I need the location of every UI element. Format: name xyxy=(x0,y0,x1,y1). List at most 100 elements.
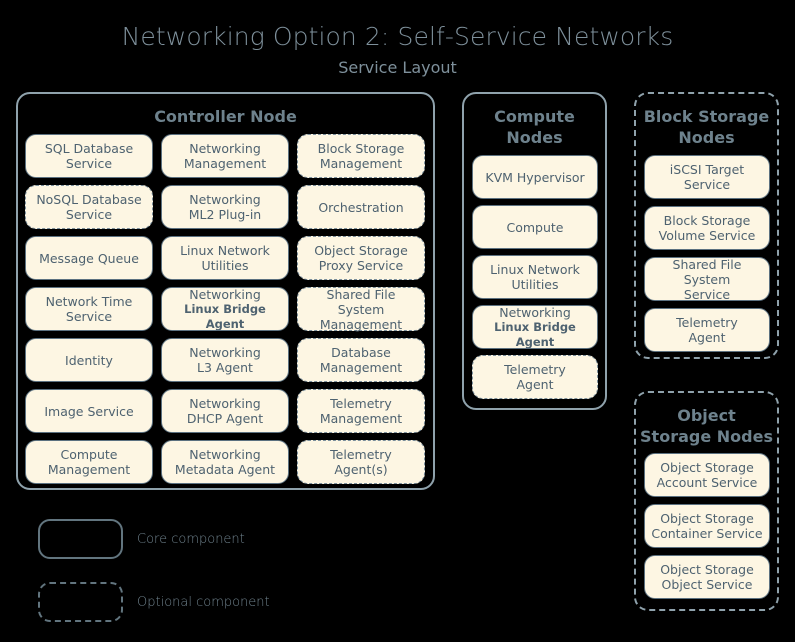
page-subtitle: Service Layout xyxy=(338,58,457,77)
service-label-line2: Agent(s) xyxy=(334,462,388,477)
service-label-line2: Agent xyxy=(688,330,726,345)
page-title: Networking Option 2: Self-Service Networ… xyxy=(121,22,674,51)
service-box-image-service[interactable]: Image Service xyxy=(25,389,153,433)
service-label-line1: Networking xyxy=(189,345,261,360)
object-storage-nodes-container: Object Storage Nodes xyxy=(634,391,779,611)
service-label-line2: Proxy Service xyxy=(318,258,404,273)
service-label-line2: Metadata Agent xyxy=(174,462,276,477)
compute-nodes-title-line2: Nodes xyxy=(506,128,563,147)
service-label-line1: Networking xyxy=(189,192,261,207)
service-label-line1: Linux Network xyxy=(180,243,270,258)
service-label-line2: Linux Bridge Agent xyxy=(494,319,576,349)
service-label-line2: Object Service xyxy=(661,577,753,592)
service-label-line1: Shared File System xyxy=(672,256,742,287)
service-label-line1: Identity xyxy=(65,352,113,368)
service-label-line1: KVM Hypervisor xyxy=(485,169,585,185)
service-label-line1: Database xyxy=(331,345,391,360)
block-storage-nodes-title-line1: Block Storage xyxy=(643,107,770,126)
compute-nodes-container: Compute Nodes xyxy=(462,92,607,410)
service-label-line2: Agent xyxy=(516,377,554,392)
controller-node-container: Controller Node xyxy=(16,92,435,490)
service-label-line1: Networking xyxy=(499,304,571,320)
service-label-line2: Utilities xyxy=(201,258,249,273)
service-label-line2: Service xyxy=(683,286,731,302)
service-label-line2: Management xyxy=(47,462,131,477)
service-label-line1: Telemetry xyxy=(330,396,392,411)
service-label-line1: Shared File System xyxy=(326,286,396,317)
service-label-line1: Object Storage xyxy=(660,562,754,577)
service-label-line2: Management xyxy=(319,411,403,426)
service-label-line1: Object Storage xyxy=(660,460,754,475)
service-label-line2: Management xyxy=(319,156,403,171)
service-label-line2: Account Service xyxy=(656,475,758,490)
service-label-line1: Block Storage xyxy=(317,141,405,156)
service-label-line2: Container Service xyxy=(651,526,763,541)
service-label-line1: Network Time xyxy=(45,294,133,309)
service-label-line1: Message Queue xyxy=(39,250,139,266)
service-box-orchestration[interactable]: Orchestration xyxy=(297,185,425,229)
block-storage-nodes-title-line2: Nodes xyxy=(678,128,735,147)
service-label-line2: Utilities xyxy=(511,277,559,292)
compute-nodes-title-line1: Compute xyxy=(494,107,575,126)
service-label-line1: Telemetry xyxy=(676,315,738,330)
service-label-line1: Networking xyxy=(189,286,261,302)
service-label-line1: iSCSI Target xyxy=(669,162,745,177)
legend-optional-label: Optional component xyxy=(137,595,270,610)
service-label-line2: ML2 Plug-in xyxy=(188,207,262,222)
legend-optional-swatch xyxy=(38,582,123,622)
service-label-line1: Object Storage xyxy=(660,511,754,526)
service-label-line2: Service xyxy=(683,177,731,192)
service-box-message-queue[interactable]: Message Queue xyxy=(25,236,153,280)
service-label-line1: SQL Database xyxy=(44,141,134,156)
service-label-line1: Compute xyxy=(60,447,118,462)
service-label-line1: Object Storage xyxy=(314,243,408,258)
service-label-line2: Linux Bridge Agent xyxy=(184,301,266,331)
service-label-line1: Orchestration xyxy=(318,199,404,215)
service-label-line1: Compute xyxy=(506,219,564,235)
service-label-line2: Service xyxy=(65,156,113,171)
service-label-line2: L3 Agent xyxy=(197,360,253,375)
service-box-identity[interactable]: Identity xyxy=(25,338,153,382)
object-storage-nodes-title-line1: Object xyxy=(677,406,736,425)
legend-core-swatch xyxy=(38,519,123,559)
service-label-line2: Management xyxy=(319,360,403,375)
service-box-compute-compute[interactable]: Compute xyxy=(472,205,598,249)
service-label-line1: Telemetry xyxy=(330,447,392,462)
controller-node-title: Controller Node xyxy=(154,107,297,126)
block-storage-nodes-container: Block Storage Nodes xyxy=(634,92,779,359)
service-label-line1: Networking xyxy=(189,447,261,462)
service-label-line1: Linux Network xyxy=(490,262,580,277)
service-box-compute-kvm-hypervisor[interactable]: KVM Hypervisor xyxy=(472,155,598,199)
service-label-line1: Networking xyxy=(189,141,261,156)
service-label-line2: Management xyxy=(319,316,403,332)
service-label-line1: Telemetry xyxy=(504,362,566,377)
